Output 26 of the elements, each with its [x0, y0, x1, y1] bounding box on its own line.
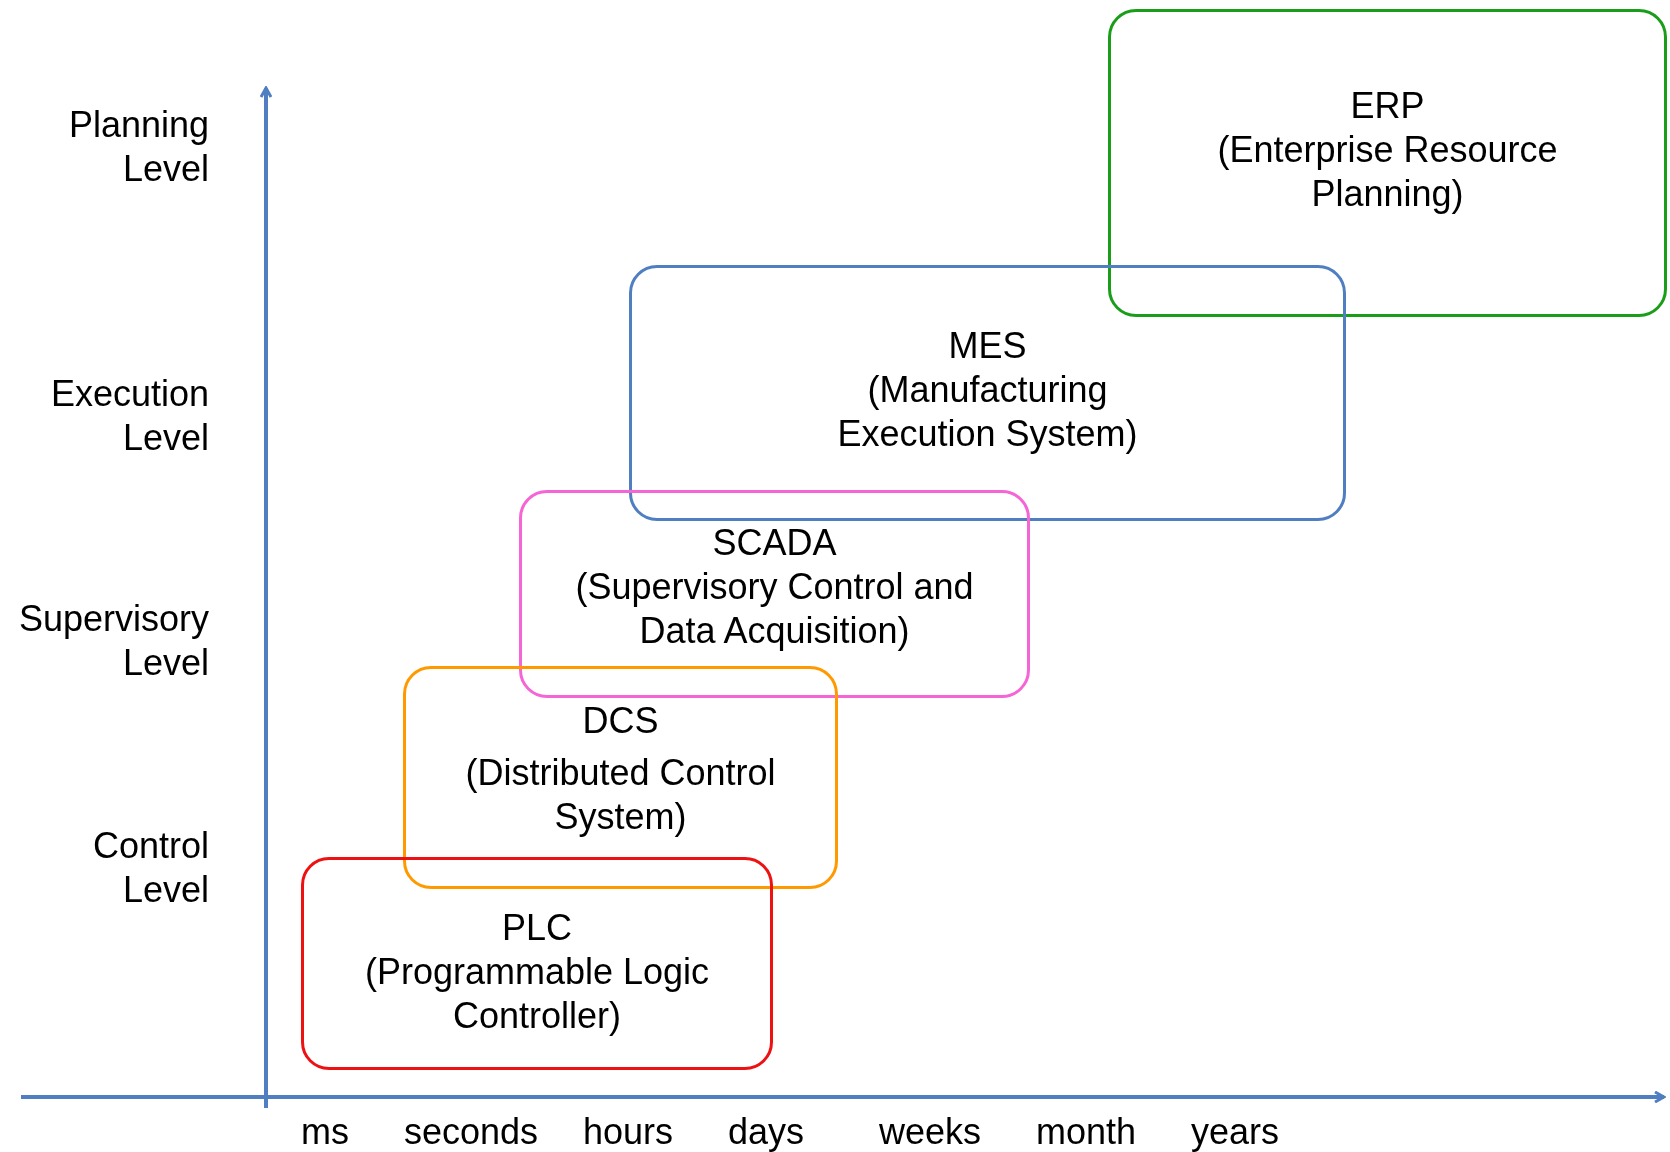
box-description: (Distributed Control System): [464, 751, 777, 839]
system-box: [629, 265, 1346, 521]
box-title: MES: [948, 324, 1027, 368]
box-description: (Supervisory Control and Data Acquisition): [574, 565, 975, 653]
box-title: DCS: [582, 699, 659, 743]
tick-label: years: [1191, 1112, 1279, 1152]
axis-label: Execution Level: [49, 372, 209, 460]
tick-label: hours: [582, 1112, 674, 1152]
tick-label: weeks: [879, 1112, 981, 1152]
axis-label: Planning Level: [67, 103, 209, 191]
box-title: PLC: [502, 906, 572, 950]
axis-label: Control Level: [91, 824, 209, 912]
system-box: [301, 857, 773, 1070]
axis-label: Supervisory Level: [17, 597, 209, 685]
tick-label: month: [1035, 1112, 1137, 1152]
box-description: (Manufacturing Execution System): [836, 368, 1139, 456]
box-description: (Enterprise Resource Planning): [1216, 128, 1559, 216]
tick-label: ms: [301, 1112, 349, 1152]
system-box: [403, 666, 838, 889]
box-description: (Programmable Logic Controller): [363, 950, 711, 1038]
system-box: [1108, 9, 1667, 317]
tick-label: days: [728, 1112, 804, 1152]
system-box: [519, 490, 1030, 698]
box-title: SCADA: [712, 521, 837, 565]
box-title: ERP: [1350, 84, 1425, 128]
tick-label: seconds: [403, 1112, 539, 1152]
